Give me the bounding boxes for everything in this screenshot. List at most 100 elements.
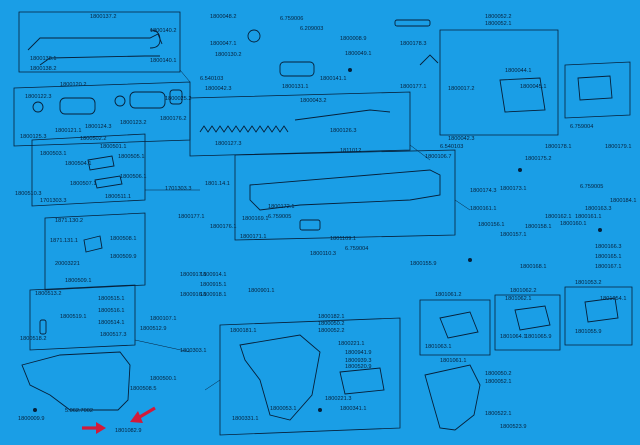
label-106: 1801065.9 [525,334,551,340]
box-top-rod [18,11,181,73]
label-31: 1800043.2 [300,98,326,104]
label-132: 1800053.1 [270,406,296,412]
label-130: 5.062.7002 [65,408,93,414]
part-loop [149,29,161,49]
label-74: 1801109.1 [330,236,356,242]
label-83: 1800165.1 [595,254,621,260]
label-24: 1800121.1 [55,128,81,134]
label-116: 1800221.1 [338,341,364,347]
label-110: 1800303.1 [180,348,206,354]
parts [21,19,619,431]
label-60: 6.759005 [268,214,291,220]
label-33: 1800045.1 [520,84,546,90]
label-127: 1800523.9 [500,424,526,430]
label-18: 1800177.1 [400,84,426,90]
label-94: 1800917.1 [180,272,206,278]
label-61: 1800171.1 [240,234,266,240]
label-90: 1800518.2 [20,336,46,342]
part-rear-lever [419,54,439,66]
box-grip-center [219,317,401,436]
screw-6 [318,408,322,412]
label-56: 1800177.1 [178,214,204,220]
label-109: 1801055.9 [575,329,601,335]
label-124: 1800050.2 [485,371,511,377]
label-58: 1800172.1 [268,204,294,210]
label-54: 6.759005 [580,184,603,190]
label-29: 1800127.3 [215,141,241,147]
label-8: 6.209003 [300,26,323,32]
label-21: 1800120.2 [60,82,86,88]
label-9: 1800047.1 [210,41,236,47]
part-rod-lower [39,55,160,66]
box-cheek-left [419,299,491,356]
label-84: 1800167.1 [595,264,621,270]
part-barrel-washer [32,101,44,113]
label-45: 1800510.3 [15,191,41,197]
label-19: 1800052.2 [485,14,511,20]
label-4: 1800140.1 [150,58,176,64]
label-111: 1800500.1 [150,376,176,382]
label-89: 1800514.1 [98,320,124,326]
label-100: 1800155.9 [410,261,436,267]
label-12: 1800130.2 [215,52,241,58]
label-6: 1800048.2 [210,14,236,20]
label-41: 1800504.1 [65,161,91,167]
label-48: 1800511.1 [105,194,131,200]
label-50: 1800106.7 [425,154,451,160]
highlight-arrows [82,406,156,434]
label-51: 1800175.2 [525,156,551,162]
label-46: 1701303.3 [40,198,66,204]
label-17: 1800178.3 [400,41,426,47]
box-rear-right [439,29,559,136]
part-main-spring [199,125,289,133]
label-55: 1801.14.1 [205,181,230,187]
label-115: 1800052.2 [318,328,344,334]
leader-f [204,379,221,391]
part-sear-piece [83,235,103,253]
screw-1 [348,68,352,72]
label-92: 1800519.1 [60,314,86,320]
label-105: 1801064.1 [500,334,526,340]
label-118: 1800939.3 [345,358,371,364]
label-75: 6.759004 [345,246,368,252]
label-14: 1800141.1 [320,76,346,82]
part-grip-left [239,334,321,421]
label-96: 1800915.1 [200,282,226,288]
label-43: 1800506.1 [120,174,146,180]
label-40: 1800501.1 [100,144,126,150]
part-barrel-ring [114,95,126,107]
label-66: 1800184.1 [610,198,636,204]
label-128: 1800009.9 [18,416,44,422]
label-5: 1800140.2 [150,28,176,34]
label-10: 1800049.1 [345,51,371,57]
label-91: 1800517.3 [100,332,126,338]
part-rod-upper [27,33,163,51]
arrow-left-head [96,422,106,434]
part-cylinder [279,61,315,77]
label-59: 1800169.1 [242,216,268,222]
part-stock [21,351,131,411]
part-spring-guide [294,109,391,121]
label-42: 1800505.1 [118,154,144,160]
arrow-right-head [130,411,143,423]
part-barrel-sleeve [59,97,96,115]
label-70: 20003221 [55,261,80,267]
group-boxes [13,11,633,436]
label-77: 1800157.1 [500,232,526,238]
label-97: 1800916.1 [180,292,206,298]
label-37: 6.540103 [440,144,463,150]
arrow-right [137,406,156,420]
label-1: 1800137.2 [90,14,116,20]
label-32: 1800044.1 [505,68,531,74]
label-7: 6.759006 [280,16,303,22]
label-129: 1800508.5 [130,386,156,392]
label-63: 1800173.1 [500,186,526,192]
screw-3 [598,228,602,232]
label-121: 1800341.1 [340,406,366,412]
label-23: 1800125.3 [20,134,46,140]
label-82: 1800166.3 [595,244,621,250]
part-barrel-cap [169,89,183,105]
label-112: 1800181.1 [230,328,256,334]
label-20: 1800052.1 [485,21,511,27]
label-120: 1800221.3 [325,396,351,402]
